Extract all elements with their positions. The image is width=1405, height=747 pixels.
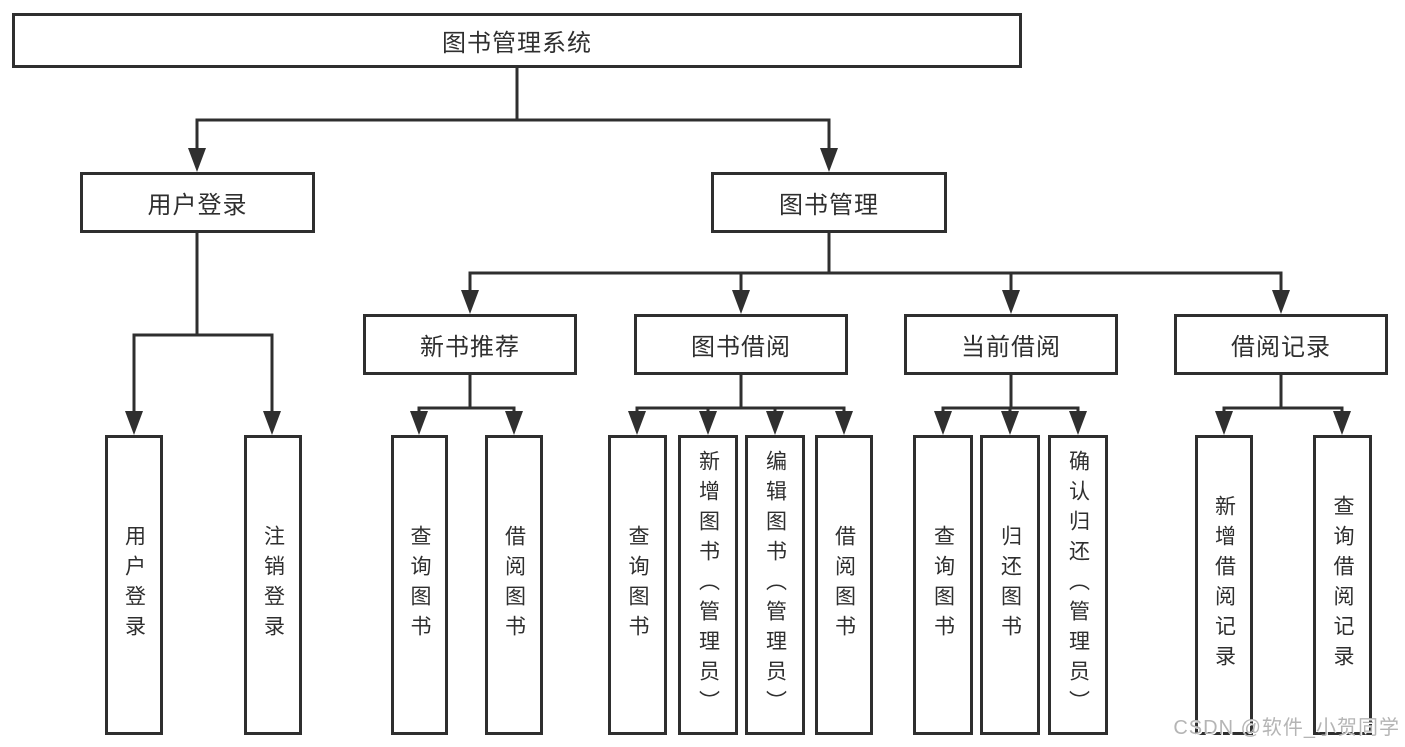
node-book-management: 图书管理 xyxy=(711,172,947,233)
node-leaf-logout-label: 注销登录 xyxy=(261,525,285,645)
node-leaf-query-borrow-record: 查询借阅记录 xyxy=(1313,435,1372,735)
arrowhead-icon xyxy=(410,411,428,435)
node-new-book-recommend: 新书推荐 xyxy=(363,314,577,375)
arrowhead-icon xyxy=(263,411,281,435)
node-leaf-confirm-return-admin-label: 确认归还（管理员） xyxy=(1066,450,1090,720)
node-user-login-label: 用户登录 xyxy=(147,192,248,219)
arrowhead-icon xyxy=(820,148,838,172)
arrowhead-icon xyxy=(732,290,750,314)
node-leaf-current-query-book: 查询图书 xyxy=(913,435,973,735)
node-leaf-confirm-return-admin: 确认归还（管理员） xyxy=(1048,435,1108,735)
node-leaf-add-book-admin: 新增图书（管理员） xyxy=(678,435,738,735)
arrowheads xyxy=(125,148,1351,435)
node-leaf-user-login-label: 用户登录 xyxy=(122,525,146,645)
arrowhead-icon xyxy=(628,411,646,435)
arrowhead-icon xyxy=(1272,290,1290,314)
arrowhead-icon xyxy=(934,411,952,435)
node-borrow-record-label: 借阅记录 xyxy=(1231,334,1331,361)
node-leaf-add-borrow-record-label: 新增借阅记录 xyxy=(1212,495,1236,675)
node-leaf-add-book-admin-label: 新增图书（管理员） xyxy=(696,450,720,720)
node-leaf-query-borrow-record-label: 查询借阅记录 xyxy=(1331,495,1354,675)
node-book-borrow: 图书借阅 xyxy=(634,314,848,375)
arrowhead-icon xyxy=(1333,411,1351,435)
node-leaf-recommend-query-book: 查询图书 xyxy=(391,435,448,735)
node-current-borrow: 当前借阅 xyxy=(904,314,1118,375)
arrowhead-icon xyxy=(1215,411,1233,435)
node-current-borrow-label: 当前借阅 xyxy=(961,334,1061,361)
node-book-management-label: 图书管理 xyxy=(779,192,879,219)
node-leaf-recommend-borrow-book-label: 借阅图书 xyxy=(502,525,526,645)
node-leaf-borrow-query-book-label: 查询图书 xyxy=(626,525,649,645)
arrowhead-icon xyxy=(188,148,206,172)
node-user-login: 用户登录 xyxy=(80,172,315,233)
node-leaf-borrow-book: 借阅图书 xyxy=(815,435,873,735)
arrowhead-icon xyxy=(125,411,143,435)
node-root-label: 图书管理系统 xyxy=(442,30,592,57)
node-leaf-borrow-book-label: 借阅图书 xyxy=(832,525,856,645)
node-leaf-recommend-borrow-book: 借阅图书 xyxy=(485,435,543,735)
arrowhead-icon xyxy=(766,411,784,435)
arrowhead-icon xyxy=(699,411,717,435)
node-leaf-user-login: 用户登录 xyxy=(105,435,163,735)
arrowhead-icon xyxy=(1069,411,1087,435)
node-leaf-recommend-query-book-label: 查询图书 xyxy=(408,525,431,645)
node-borrow-record: 借阅记录 xyxy=(1174,314,1388,375)
node-leaf-return-book-label: 归还图书 xyxy=(998,525,1022,645)
node-leaf-return-book: 归还图书 xyxy=(980,435,1040,735)
node-leaf-add-borrow-record: 新增借阅记录 xyxy=(1195,435,1253,735)
node-new-book-recommend-label: 新书推荐 xyxy=(420,334,520,361)
node-root: 图书管理系统 xyxy=(12,13,1022,68)
node-leaf-logout: 注销登录 xyxy=(244,435,302,735)
node-leaf-current-query-book-label: 查询图书 xyxy=(931,525,955,645)
node-leaf-borrow-query-book: 查询图书 xyxy=(608,435,667,735)
arrowhead-icon xyxy=(505,411,523,435)
arrowhead-icon xyxy=(835,411,853,435)
node-leaf-edit-book-admin-label: 编辑图书（管理员） xyxy=(763,450,787,720)
arrowhead-icon xyxy=(1001,411,1019,435)
arrowhead-icon xyxy=(461,290,479,314)
node-book-borrow-label: 图书借阅 xyxy=(691,334,791,361)
node-leaf-edit-book-admin: 编辑图书（管理员） xyxy=(745,435,805,735)
watermark: CSDN @软件_小贺同学 xyxy=(1173,717,1400,739)
arrowhead-icon xyxy=(1002,290,1020,314)
